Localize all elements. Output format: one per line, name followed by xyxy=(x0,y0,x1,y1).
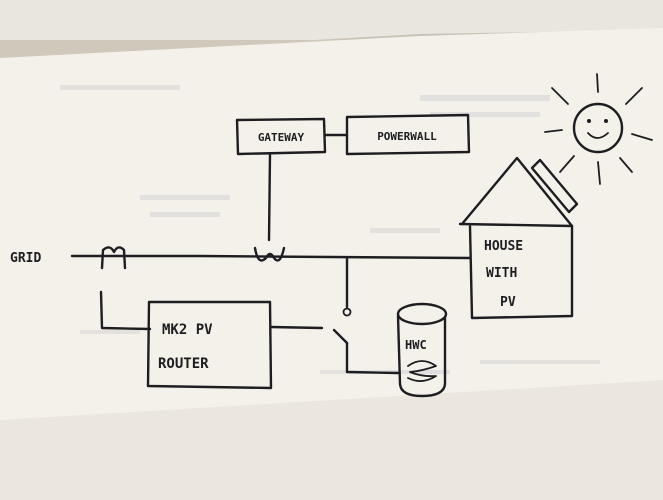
gateway-label: GATEWAY xyxy=(258,131,305,144)
switch-terminal-top xyxy=(342,307,352,317)
powerwall-label: POWERWALL xyxy=(377,130,437,143)
powerwall-box: POWERWALL xyxy=(345,113,471,156)
house-label-line3: PV xyxy=(500,295,516,310)
router-label-line2: ROUTER xyxy=(158,356,209,372)
router-ct-wire xyxy=(99,290,152,331)
paper-shade xyxy=(0,380,663,500)
grid-label: GRID xyxy=(10,251,41,266)
hwc-label: HWC xyxy=(405,338,427,352)
grid-ct-clamp xyxy=(100,246,127,270)
paper-sheet xyxy=(0,28,663,500)
house-walls xyxy=(458,222,574,320)
gateway-ct-clamp xyxy=(253,246,286,262)
switch-hwc-wire xyxy=(345,341,400,375)
switch-blade xyxy=(332,328,349,345)
house-with-pv: HOUSE WITH PV xyxy=(458,156,579,320)
house-label-line2: WITH xyxy=(486,266,517,281)
hwc-cylinder: HWC xyxy=(396,302,448,398)
house-roof xyxy=(460,156,574,228)
mk2-pv-router-box: MK2 PV ROUTER xyxy=(146,300,273,390)
sun-icon xyxy=(544,73,653,185)
grid-main-line xyxy=(70,254,472,260)
router-switch-wire xyxy=(269,325,324,330)
gateway-box: GATEWAY xyxy=(235,117,327,156)
router-label-line1: MK2 PV xyxy=(162,322,213,338)
house-label-line1: HOUSE xyxy=(484,239,523,254)
heating-element-icon xyxy=(407,360,437,382)
pv-panel-icon xyxy=(530,158,579,214)
gateway-ct-wire xyxy=(267,152,272,242)
